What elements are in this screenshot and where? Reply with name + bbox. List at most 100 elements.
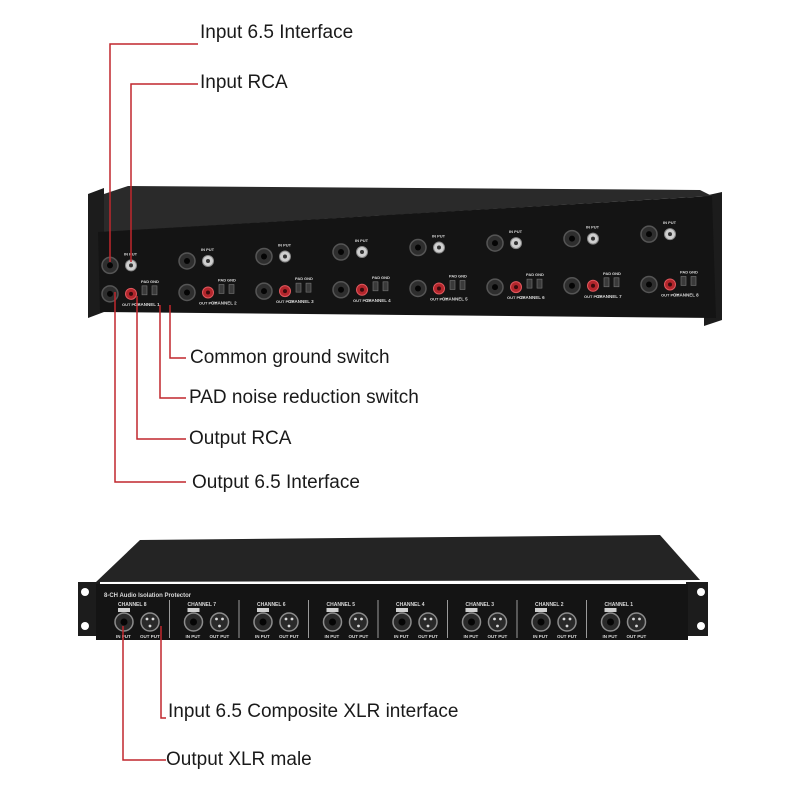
pad-switch[interactable] (218, 284, 225, 294)
pad-switch[interactable] (680, 276, 687, 286)
pad-switch[interactable] (372, 281, 379, 292)
output-xlr-male-jack[interactable] (209, 612, 230, 632)
gnd-label: GND (304, 276, 313, 281)
pad-switch[interactable] (526, 278, 533, 289)
pad-label: PAD (449, 273, 457, 278)
gnd-switch[interactable] (305, 282, 312, 293)
in-put-label: IN PUT (509, 229, 523, 234)
in-put-label: IN PUT (325, 634, 340, 639)
top-channel-group (640, 225, 697, 294)
label-input-6-5-interface: Input 6.5 Interface (200, 22, 354, 43)
callout-lines (109, 43, 198, 761)
label-input-rca: Input RCA (200, 72, 288, 93)
callout-line-pad (159, 305, 186, 399)
out-put-label: OUT PUT (199, 300, 217, 305)
channel-label: CHANNEL 8 (673, 292, 699, 297)
bottom-right-rack-ear (686, 582, 708, 636)
output-xlr-male-jack[interactable] (626, 612, 647, 632)
gnd-switch[interactable] (151, 285, 158, 296)
channel-label: CHANNEL 7 (188, 602, 217, 608)
in-put-label: IN PUT (186, 634, 201, 639)
pad-label: PAD (680, 269, 688, 274)
out-put-label: OUT PUT (627, 634, 647, 639)
gnd-switch[interactable] (459, 280, 466, 290)
gnd-label: GND (612, 271, 621, 276)
out-put-label: OUT PUT (276, 299, 294, 304)
pad-label: PAD (603, 271, 611, 276)
pad-switch[interactable] (295, 282, 302, 293)
pad-switch[interactable] (141, 285, 148, 296)
pad-switch[interactable] (449, 280, 456, 290)
gnd-label: GND (381, 275, 390, 280)
channel-label: CHANNEL 7 (596, 294, 622, 299)
in-put-label: IN PUT (533, 634, 548, 639)
out-put-label: OUT PUT (661, 292, 679, 297)
output-xlr-male-jack[interactable] (279, 612, 299, 632)
output-xlr-male-jack[interactable] (140, 612, 160, 632)
top-channel-group (255, 247, 312, 300)
bottom-chassis-cover (96, 535, 700, 582)
channel-label: CHANNEL 8 (118, 602, 147, 608)
out-put-label: OUT PUT (557, 634, 577, 639)
channel-label: CHANNEL 1 (605, 602, 634, 608)
in-put-label: IN PUT (603, 634, 618, 639)
bottom-panel-title: 8-CH Audio Isolation Protector (104, 593, 192, 599)
out-put-label: OUT PUT (488, 634, 508, 639)
gnd-label: GND (535, 272, 544, 277)
out-put-label: OUT PUT (584, 294, 602, 299)
out-put-label: OUT PUT (210, 634, 230, 639)
top-channel-group (409, 238, 466, 298)
channel-label: CHANNEL 6 (519, 295, 545, 300)
bottom-channel-group: CHANNEL 7 IN PUT OUT PUT (169, 600, 230, 639)
top-channel-group (332, 243, 389, 299)
channel-label: CHANNEL 2 (211, 300, 237, 305)
gnd-switch[interactable] (613, 277, 620, 288)
output-xlr-male-jack[interactable] (348, 612, 369, 632)
pad-switch[interactable] (603, 277, 610, 288)
label-pad-noise-reduction-switch: PAD noise reduction switch (189, 387, 419, 408)
channel-label: CHANNEL 3 (466, 602, 495, 608)
channel-label: CHANNEL 1 (134, 302, 160, 307)
top-channel-group (563, 229, 620, 295)
channel-label: CHANNEL 5 (442, 296, 468, 301)
out-put-label: OUT PUT (507, 295, 525, 300)
in-put-label: IN PUT (394, 634, 409, 639)
output-xlr-male-jack[interactable] (487, 612, 508, 632)
channel-label: CHANNEL 5 (327, 602, 356, 608)
gnd-label: GND (150, 279, 159, 284)
pad-label: PAD (295, 276, 303, 281)
in-put-label: IN PUT (355, 238, 369, 243)
output-xlr-male-jack[interactable] (557, 612, 577, 632)
out-put-label: OUT PUT (122, 302, 140, 307)
in-put-label: IN PUT (432, 234, 446, 239)
out-put-label: OUT PUT (279, 634, 299, 639)
output-xlr-male-jack[interactable] (418, 612, 438, 632)
in-put-label: IN PUT (255, 634, 270, 639)
label-common-ground-switch: Common ground switch (190, 347, 390, 368)
in-put-label: IN PUT (278, 242, 292, 247)
label-input-6-5-composite-xlr: Input 6.5 Composite XLR interface (168, 701, 459, 722)
callout-line-output-6-5 (114, 292, 186, 483)
in-put-label: IN PUT (663, 220, 677, 225)
channel-label: CHANNEL 4 (365, 298, 391, 303)
gnd-switch[interactable] (536, 278, 543, 289)
gnd-switch[interactable] (690, 276, 697, 286)
top-chassis-cover (104, 186, 712, 232)
in-put-label: IN PUT (201, 247, 215, 252)
gnd-label: GND (458, 273, 467, 278)
in-put-label: IN PUT (586, 225, 600, 230)
out-put-label: OUT PUT (430, 296, 448, 301)
gnd-label: GND (689, 269, 698, 274)
pad-label: PAD (372, 275, 380, 280)
out-put-label: OUT PUT (418, 634, 438, 639)
gnd-switch[interactable] (228, 284, 235, 294)
gnd-switch[interactable] (382, 281, 389, 292)
out-put-label: OUT PUT (353, 298, 371, 303)
top-chassis-front (98, 196, 716, 318)
callout-line-common-ground (169, 305, 186, 359)
bottom-audio-isolator-unit: 8-CH Audio Isolation Protector CHANNEL 8… (78, 535, 708, 640)
